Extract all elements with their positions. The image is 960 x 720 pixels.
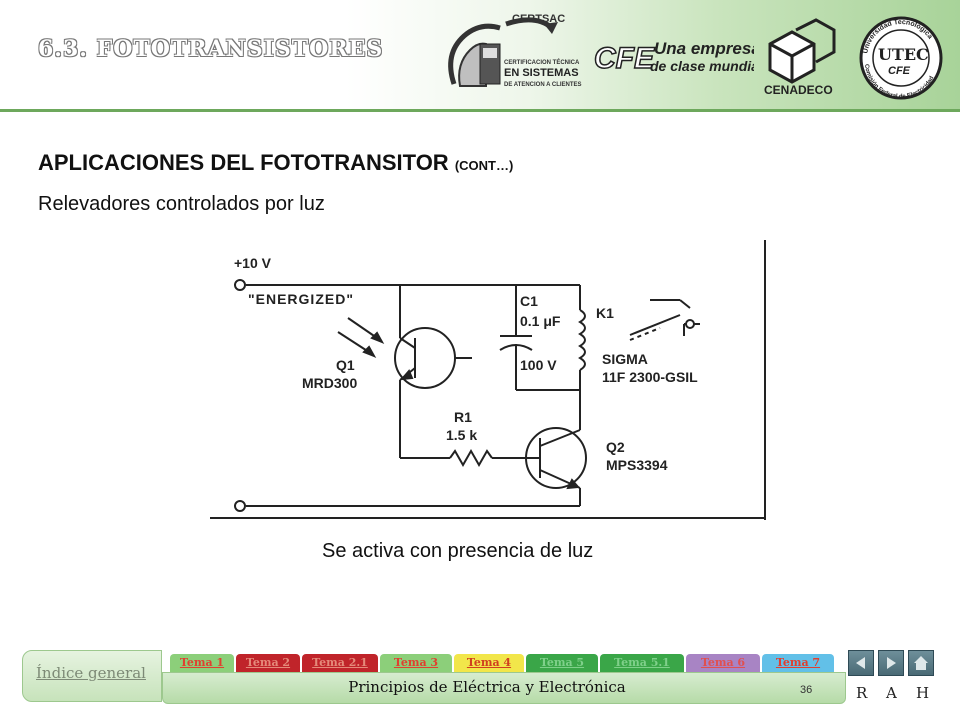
utec-logo: Universidad Tecnológica Comisión Federal… — [859, 16, 943, 100]
topic-tabs: Tema 1 Tema 2 Tema 2.1 Tema 3 Tema 4 Tem… — [170, 654, 836, 672]
footer-bar — [162, 672, 846, 704]
page-number: 36 — [800, 684, 813, 696]
ground-terminal — [234, 500, 246, 512]
certsac-line1: CERTIFICACION TÉCNICA — [504, 58, 580, 66]
prev-arrow-icon — [856, 657, 865, 669]
course-title: Principios de Eléctrica y Electrónica — [348, 678, 626, 696]
header-divider — [0, 109, 960, 112]
tab-tema-4[interactable]: Tema 4 — [454, 654, 524, 672]
r1-resistor — [449, 448, 493, 468]
tab-tema-2[interactable]: Tema 2 — [236, 654, 300, 672]
cenadeco-logo: CENADECO — [764, 18, 836, 97]
cfe-tagline-1: Una empresa — [654, 39, 754, 58]
k1-model-line1: SIGMA — [602, 351, 648, 367]
k1-model-line2: 11F 2300-GSIL — [602, 369, 698, 385]
k1-contact-arm — [629, 314, 681, 336]
energized-label: "ENERGIZED" — [248, 291, 354, 307]
utec-mid-text: UTEC — [878, 45, 929, 64]
tab-tema-1[interactable]: Tema 1 — [170, 654, 234, 672]
k1-coil — [578, 309, 586, 371]
cenadeco-name: CENADECO — [764, 83, 833, 97]
nav-letters: R A H — [856, 684, 946, 702]
tab-tema-6[interactable]: Tema 6 — [686, 654, 760, 672]
cfe-tagline-2: de clase mundial — [650, 58, 754, 74]
r1-value-label: 1.5 k — [446, 427, 477, 443]
c1-value-label: 0.1 μF — [520, 313, 561, 329]
utec-cfe-text: CFE — [888, 65, 911, 77]
index-box — [22, 650, 162, 702]
tab-tema-5[interactable]: Tema 5 — [526, 654, 598, 672]
index-link[interactable]: Índice general — [36, 664, 146, 682]
k1-name-label: K1 — [596, 305, 614, 321]
heading-suffix: (CONT…) — [454, 158, 514, 173]
tab-tema-7[interactable]: Tema 7 — [762, 654, 834, 672]
cfe-name: CFE — [594, 42, 655, 75]
q2-transistor — [525, 427, 587, 489]
c1-name-label: C1 — [520, 293, 538, 309]
next-button[interactable] — [878, 650, 904, 676]
nav-buttons — [848, 650, 938, 680]
cfe-logo: CFE Una empresa de clase mundial — [594, 39, 754, 76]
next-arrow-icon — [887, 657, 896, 669]
section-title: 6.3. FOTOTRANSISTORES — [38, 36, 384, 62]
supply-terminal — [234, 279, 246, 291]
certsac-line3: DE ATENCION A CLIENTES — [504, 82, 582, 88]
prev-button[interactable] — [848, 650, 874, 676]
c1-voltage-label: 100 V — [520, 357, 557, 373]
tab-tema-3[interactable]: Tema 3 — [380, 654, 452, 672]
q2-part-label: MPS3394 — [606, 457, 668, 473]
r1-name-label: R1 — [454, 409, 472, 425]
diagram-caption: Se activa con presencia de luz — [322, 540, 594, 562]
q1-name-label: Q1 — [336, 357, 355, 373]
certsac-logo: CERTSAC CERTIFICACION TÉCNICA EN SISTEMA… — [448, 14, 582, 88]
home-icon — [914, 656, 928, 670]
nav-letter-h: H — [916, 684, 930, 702]
q2-name-label: Q2 — [606, 439, 625, 455]
slide-heading: APLICACIONES DEL FOTOTRANSITOR (CONT…) — [38, 150, 513, 176]
nav-letter-r: R — [856, 684, 868, 702]
slide-subheading: Relevadores controlados por luz — [38, 193, 325, 215]
k1-terminal — [685, 319, 695, 329]
relay-circuit-diagram: +10 V "ENERGIZED" Q1 MRD300 C1 0.1 μF 10… — [210, 240, 766, 520]
tab-tema-5-1[interactable]: Tema 5.1 — [600, 654, 684, 672]
q1-part-label: MRD300 — [302, 375, 357, 391]
certsac-name: CERTSAC — [512, 14, 565, 25]
home-button[interactable] — [908, 650, 934, 676]
certsac-line2: EN SISTEMAS — [504, 67, 579, 79]
tab-tema-2-1[interactable]: Tema 2.1 — [302, 654, 378, 672]
nav-letter-a: A — [886, 684, 897, 702]
heading-text: APLICACIONES DEL FOTOTRANSITOR — [38, 150, 449, 175]
supply-label: +10 V — [234, 255, 272, 271]
